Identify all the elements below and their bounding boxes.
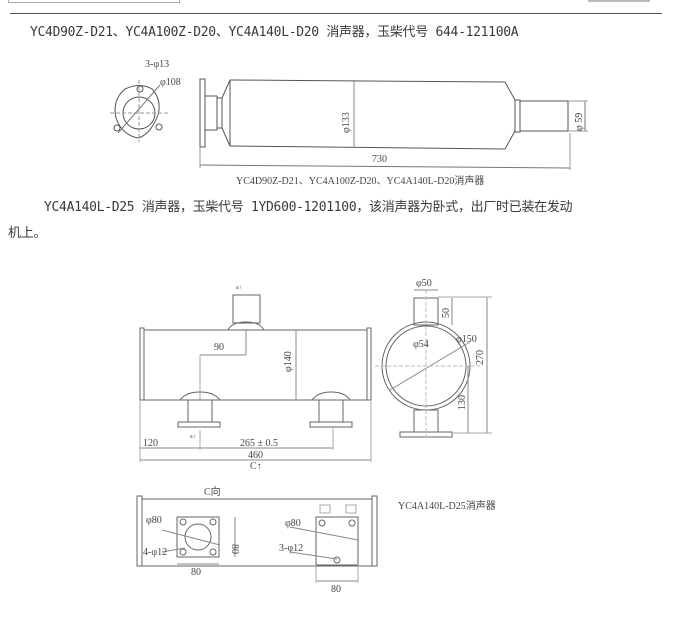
dim-total-length-label: 460 <box>248 450 263 461</box>
dim-outlet-dia-label: φ 59 <box>574 113 585 131</box>
c-view-left-width: 80 <box>191 567 201 578</box>
c-view-left-pcd: φ80 <box>146 515 162 526</box>
c-view-right-pcd: φ80 <box>285 518 301 529</box>
dim-length-label: 730 <box>372 154 387 165</box>
view-marker-a-bottom: a↑ <box>190 434 196 440</box>
dim-left-offset-label: 120 <box>143 438 158 449</box>
header-rule <box>10 13 662 14</box>
dim-flange-pcd-label: φ108 <box>160 77 181 88</box>
header-decoration-left <box>8 0 180 3</box>
dim-pipe-height-label: 50 <box>441 308 452 318</box>
c-view-title: C向 <box>204 485 221 498</box>
dim-offset-label: 90 <box>214 342 224 353</box>
dim-body-dia-label: φ133 <box>341 112 352 133</box>
dim-body-dia-label: φ140 <box>283 351 294 372</box>
figure2-caption: YC4A140L-D25消声器 <box>398 501 496 512</box>
view-marker-c: C↑ <box>250 461 262 472</box>
c-view-left-holes: 4-φ12 <box>143 547 167 558</box>
dim-outer-dia-label: φ150 <box>456 334 477 345</box>
figure1-caption: YC4D90Z-D21、YC4A100Z-D20、YC4A140L-D20消声器 <box>236 176 485 187</box>
dim-inner-dia-label: φ54 <box>413 339 429 350</box>
c-view-right-holes: 3-φ12 <box>279 543 303 554</box>
dim-bottom-height-label: 130 <box>457 395 468 410</box>
dim-holes-label: 3-φ13 <box>145 59 169 70</box>
dim-pipe-spacing-label: 265 ± 0.5 <box>240 438 278 449</box>
view-marker-a-top: a↑ <box>236 285 242 291</box>
section2-paragraph-line1: YC4A140L-D25 消声器，玉柴代号 1YD600-1201100，该消声… <box>44 200 573 215</box>
c-view-left-height: 80 <box>229 544 240 554</box>
c-view-right-width: 80 <box>331 584 341 595</box>
section1-heading: YC4D90Z-D21、YC4A100Z-D20、YC4A140L-D20 消声… <box>30 25 519 40</box>
dim-total-height-label: 270 <box>475 350 486 365</box>
dim-pipe-dia-label: φ50 <box>416 278 432 289</box>
section2-paragraph-line2: 机上。 <box>8 226 47 241</box>
header-decoration-right <box>588 0 650 2</box>
